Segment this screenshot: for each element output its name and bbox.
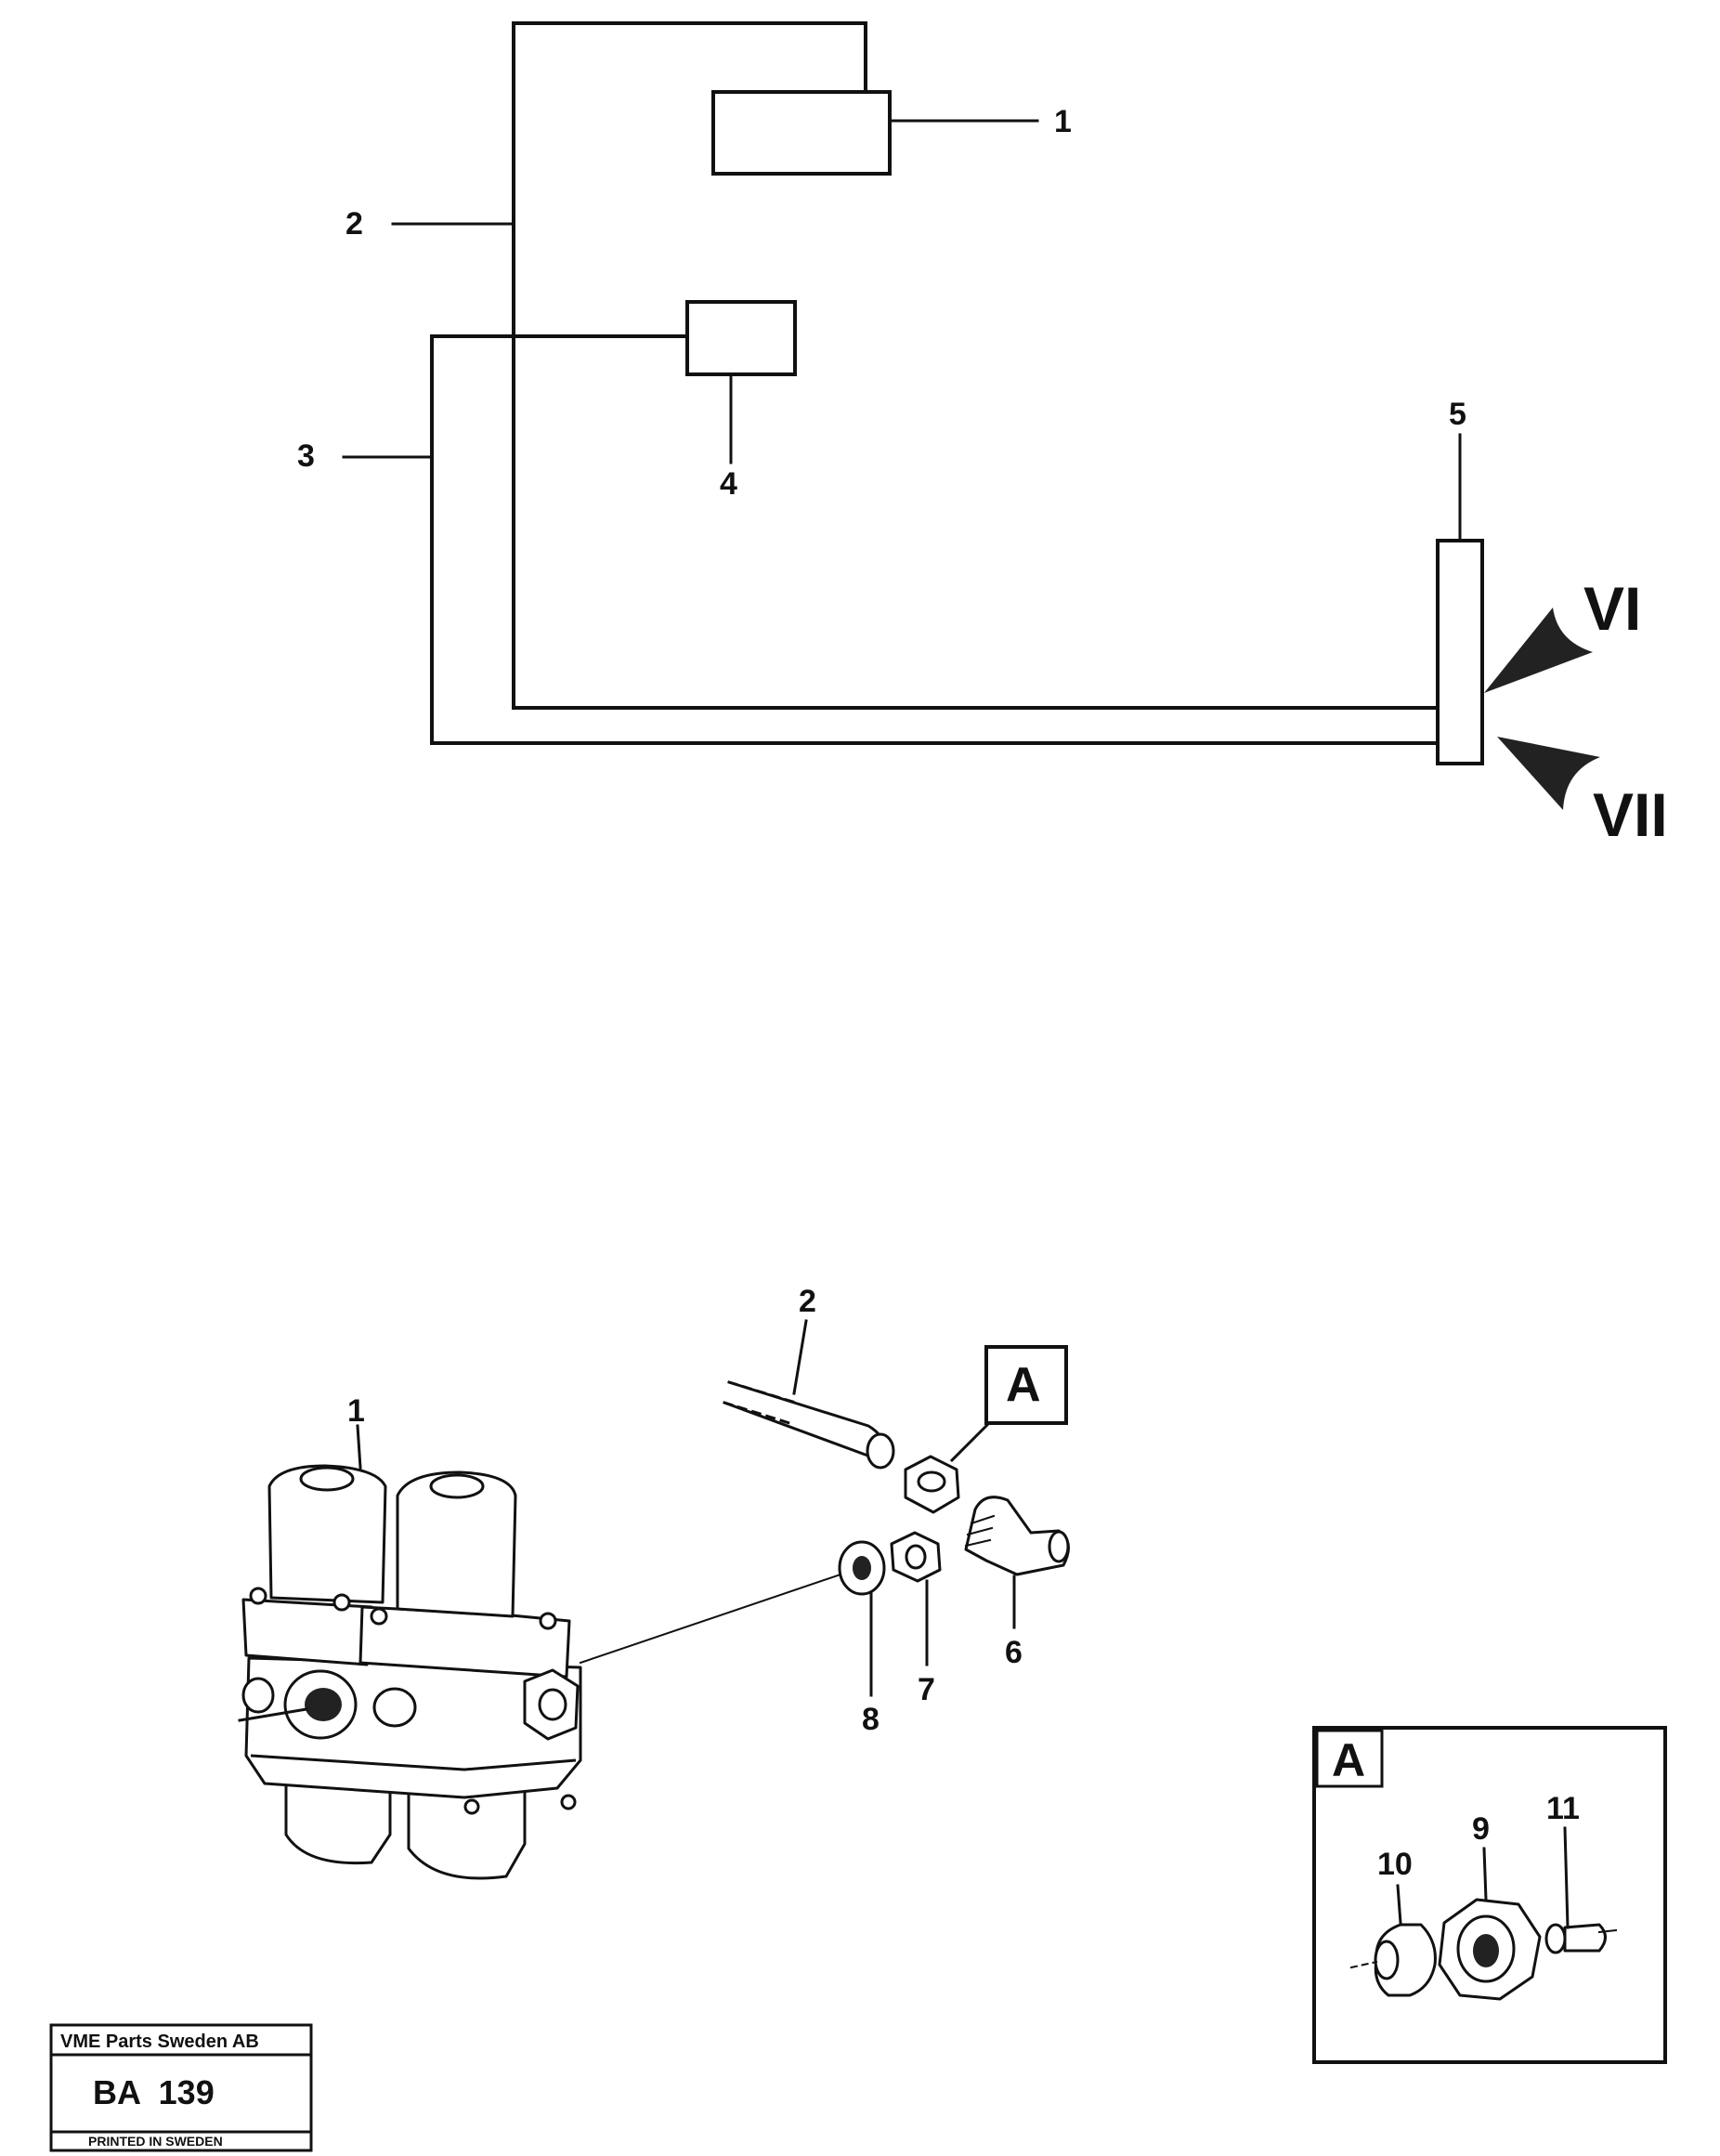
assembly-line <box>579 1573 842 1665</box>
plate-frame <box>49 2023 313 2152</box>
schematic: 1 2 3 4 5 VI VII <box>297 21 1668 849</box>
detail-label-10: 10 <box>1377 1847 1413 1882</box>
elbow-fitting-icon <box>964 1496 1070 1576</box>
exploded-label-7: 7 <box>918 1672 935 1707</box>
exploded-label-6: 6 <box>1005 1635 1023 1670</box>
detail-a-title-box <box>1315 1729 1384 1788</box>
pipe-2 <box>512 21 1448 710</box>
leader-detail-10 <box>1396 1884 1402 1925</box>
detail-nut-icon <box>1438 1898 1542 2001</box>
schematic-label-1: 1 <box>1054 104 1072 139</box>
detail-a: A 10 9 11 <box>1312 1726 1667 2064</box>
detail-label-9: 9 <box>1472 1811 1490 1847</box>
exploded-label-8: 8 <box>862 1702 880 1737</box>
schematic-label-5: 5 <box>1449 397 1466 432</box>
view-arrow-vii-icon <box>1497 737 1600 810</box>
callout-a-box <box>984 1345 1068 1425</box>
plate-code: BA 139 <box>93 2073 215 2111</box>
detail-a-title: A <box>1332 1734 1365 1786</box>
leader-detail-11 <box>1563 1826 1570 1929</box>
callout-a-label: A <box>1006 1358 1041 1412</box>
sleeve-icon <box>1349 1923 1437 1997</box>
detail-label-11: 11 <box>1546 1791 1580 1826</box>
view-label-vii: VII <box>1593 780 1668 849</box>
plate-company: VME Parts Sweden AB <box>60 2032 259 2052</box>
lock-nut-icon <box>890 1531 942 1583</box>
schematic-label-4: 4 <box>720 466 737 502</box>
component-4-box <box>685 300 797 376</box>
leader-ex-1 <box>356 1424 362 1470</box>
exploded-label-2: 2 <box>799 1284 816 1319</box>
identification-plate: VME Parts Sweden AB BA 139 PRINTED IN SW… <box>49 2023 313 2152</box>
exploded-view: 1 2 6 7 8 A <box>238 1284 1070 1880</box>
pipe-3 <box>430 334 1448 745</box>
schematic-label-2: 2 <box>345 206 363 242</box>
view-label-vi: VI <box>1583 574 1641 643</box>
hose-icon <box>723 1380 895 1470</box>
pin-icon <box>1544 1923 1618 1954</box>
schematic-label-3: 3 <box>297 438 315 474</box>
leader-detail-9 <box>1482 1847 1488 1901</box>
plate-printed: PRINTED IN SWEDEN <box>88 2134 223 2149</box>
view-arrow-vi-icon <box>1484 608 1593 693</box>
valve-housing-icon <box>238 1464 582 1880</box>
component-5-box <box>1436 539 1484 765</box>
union-nut-icon <box>904 1455 960 1514</box>
leader-ex-2 <box>792 1319 808 1395</box>
exploded-label-1: 1 <box>347 1393 365 1429</box>
component-1-box <box>711 90 892 176</box>
washer-icon <box>838 1540 886 1596</box>
leader-callout-a <box>949 1420 992 1463</box>
